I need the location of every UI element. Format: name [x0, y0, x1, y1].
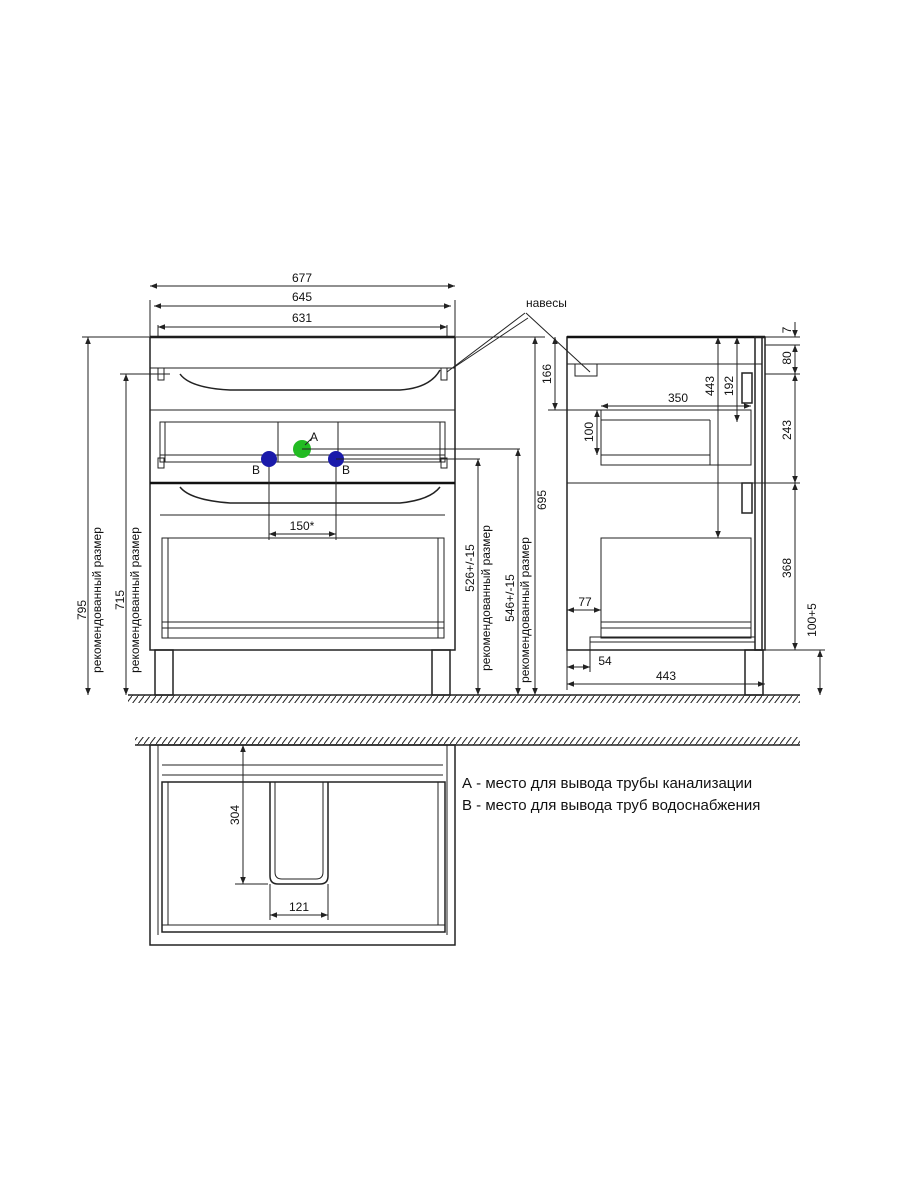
rec-size-right-2: рекомендованный размер	[518, 537, 532, 683]
dim-715: 715	[113, 590, 127, 610]
dim-546: 546+/-15	[503, 574, 517, 622]
legend-water: В - место для вывода труб водоснабжения	[462, 797, 760, 814]
legend-drain: А - место для вывода трубы канализации	[462, 775, 752, 792]
drawer-handle	[179, 486, 441, 504]
dim-166: 166	[540, 364, 554, 384]
dim-631: 631	[292, 311, 312, 325]
dim-100: 100	[582, 422, 596, 442]
dim-304: 304	[228, 805, 242, 825]
top-drawer-outline	[161, 781, 446, 933]
side-lower-drawer	[600, 537, 752, 639]
rec-size-right-1: рекомендованный размер	[479, 525, 493, 671]
top-view: 304 121	[135, 737, 800, 946]
side-upper-drawer	[600, 409, 752, 466]
hinges-label: навесы	[526, 296, 567, 310]
rec-size-left-1: рекомендованный размер	[90, 527, 104, 673]
side-handle-upper	[741, 372, 753, 404]
dim-695: 695	[535, 490, 549, 510]
side-leg	[744, 649, 764, 696]
dim-77: 77	[578, 595, 592, 609]
lower-drawer-box	[161, 537, 445, 639]
dim-243: 243	[780, 420, 794, 440]
label-b-left: B	[252, 463, 260, 477]
dim-443-v: 443	[703, 376, 717, 396]
dim-121: 121	[289, 900, 309, 914]
dim-526: 526+/-15	[463, 544, 477, 592]
dim-677: 677	[292, 271, 312, 285]
side-front-panel	[754, 336, 766, 651]
label-b-right: B	[342, 463, 350, 477]
top-cabinet-outline	[149, 744, 456, 946]
left-leg	[154, 649, 174, 696]
dim-443-h: 443	[656, 669, 676, 683]
siphon-cutout	[277, 421, 339, 463]
dim-54: 54	[598, 654, 612, 668]
water-point-b-left	[261, 451, 277, 467]
floor-line	[128, 694, 800, 703]
dim-645: 645	[292, 290, 312, 304]
dim-192: 192	[722, 376, 736, 396]
legend: А - место для вывода трубы канализации В…	[462, 775, 760, 814]
front-view: 677 645 631	[75, 271, 549, 696]
basin-bowl	[179, 369, 441, 391]
dim-80: 80	[780, 351, 794, 365]
dim-795: 795	[75, 600, 89, 620]
label-a: A	[310, 430, 318, 444]
side-handle-lower	[741, 482, 753, 514]
rec-size-left-2: рекомендованный размер	[128, 527, 142, 673]
right-leg	[431, 649, 451, 696]
dim-100-5: 100+5	[805, 603, 819, 637]
dim-7: 7	[780, 326, 794, 333]
dim-350: 350	[668, 391, 688, 405]
side-view: навесы 7 80 243	[525, 296, 825, 696]
dim-368: 368	[780, 558, 794, 578]
siphon-notch	[269, 782, 329, 885]
dim-150: 150*	[290, 519, 315, 533]
